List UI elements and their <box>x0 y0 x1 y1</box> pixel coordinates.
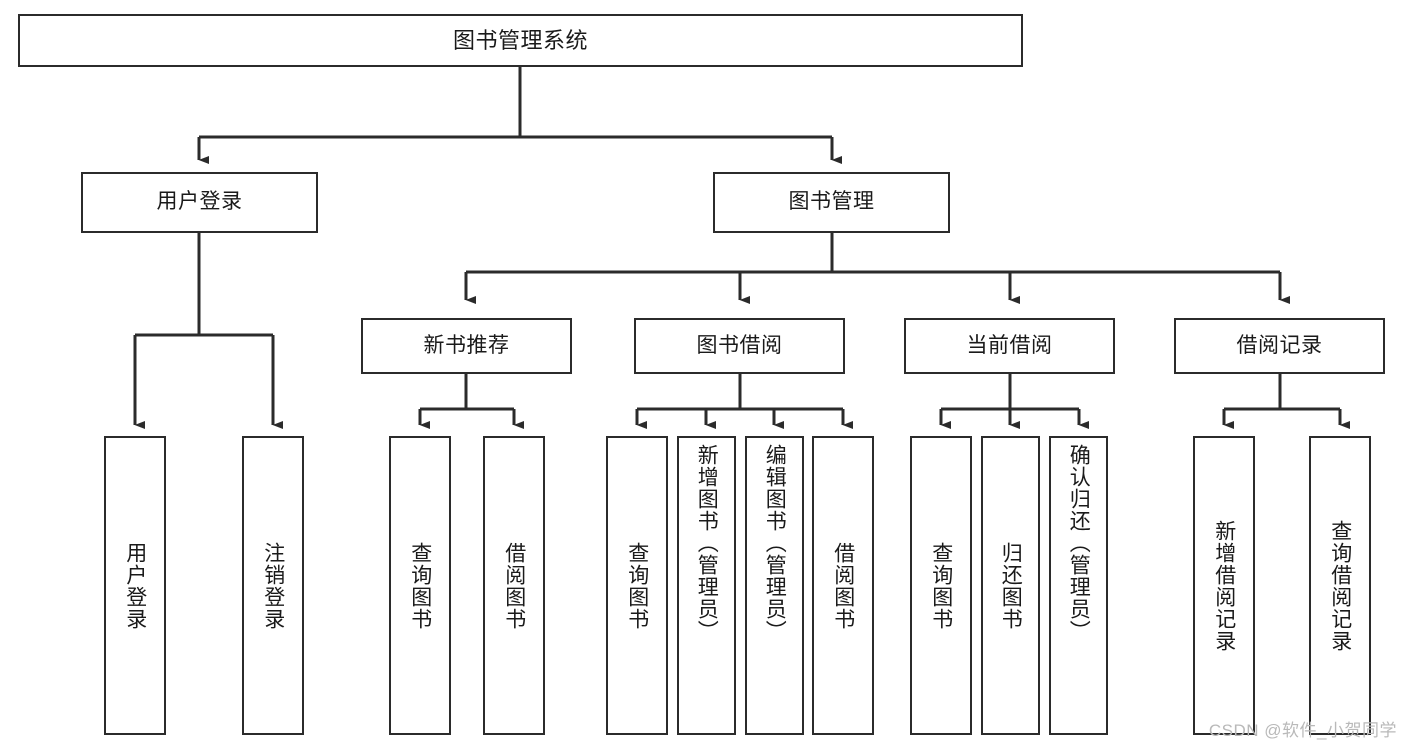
node-label: 新增图书（管理员） <box>695 444 719 642</box>
node-label: 图书管理 <box>788 190 875 214</box>
leaf-user-logout[interactable]: 注销登录 <box>242 436 304 735</box>
node-root-book-management-system[interactable]: 图书管理系统 <box>18 14 1023 67</box>
leaf-add-book-admin[interactable]: 新增图书（管理员） <box>677 436 736 735</box>
node-book-manage[interactable]: 图书管理 <box>713 172 950 233</box>
leaf-query-borrow-record[interactable]: 查询借阅记录 <box>1309 436 1371 735</box>
node-borrow-record[interactable]: 借阅记录 <box>1174 318 1385 374</box>
csdn-watermark: CSDN @软件_小贺同学 <box>1208 721 1397 740</box>
leaf-borrow-book-recommend[interactable]: 借阅图书 <box>483 436 545 735</box>
leaf-user-login[interactable]: 用户登录 <box>104 436 166 735</box>
leaf-edit-book-admin[interactable]: 编辑图书（管理员） <box>745 436 804 735</box>
node-user-login[interactable]: 用户登录 <box>81 172 318 233</box>
node-label: 图书借阅 <box>696 333 783 357</box>
node-label: 查询借阅记录 <box>1328 519 1352 652</box>
node-label: 图书管理系统 <box>452 27 588 53</box>
node-label: 查询图书 <box>625 541 649 630</box>
node-label: 新书推荐 <box>423 333 510 357</box>
node-label: 编辑图书（管理员） <box>763 444 787 642</box>
node-label: 注销登录 <box>261 541 285 630</box>
leaf-query-book-current[interactable]: 查询图书 <box>910 436 972 735</box>
node-label: 归还图书 <box>999 541 1023 630</box>
node-label: 新增借阅记录 <box>1212 519 1236 652</box>
node-label: 查询图书 <box>408 541 432 630</box>
node-current-borrow[interactable]: 当前借阅 <box>904 318 1115 374</box>
leaf-borrow-book[interactable]: 借阅图书 <box>812 436 874 735</box>
node-label: 当前借阅 <box>966 333 1053 357</box>
node-label: 查询图书 <box>929 541 953 630</box>
leaf-confirm-return-admin[interactable]: 确认归还（管理员） <box>1049 436 1108 735</box>
node-book-borrow[interactable]: 图书借阅 <box>634 318 845 374</box>
node-new-book-recommend[interactable]: 新书推荐 <box>361 318 572 374</box>
leaf-query-book-recommend[interactable]: 查询图书 <box>389 436 451 735</box>
node-label: 用户登录 <box>123 541 147 630</box>
node-label: 借阅图书 <box>502 541 526 630</box>
node-label: 借阅图书 <box>831 541 855 630</box>
leaf-add-borrow-record[interactable]: 新增借阅记录 <box>1193 436 1255 735</box>
node-label: 借阅记录 <box>1236 333 1323 357</box>
leaf-return-book[interactable]: 归还图书 <box>981 436 1040 735</box>
node-label: 用户登录 <box>156 190 243 214</box>
leaf-query-book-borrow[interactable]: 查询图书 <box>606 436 668 735</box>
node-label: 确认归还（管理员） <box>1067 444 1091 642</box>
